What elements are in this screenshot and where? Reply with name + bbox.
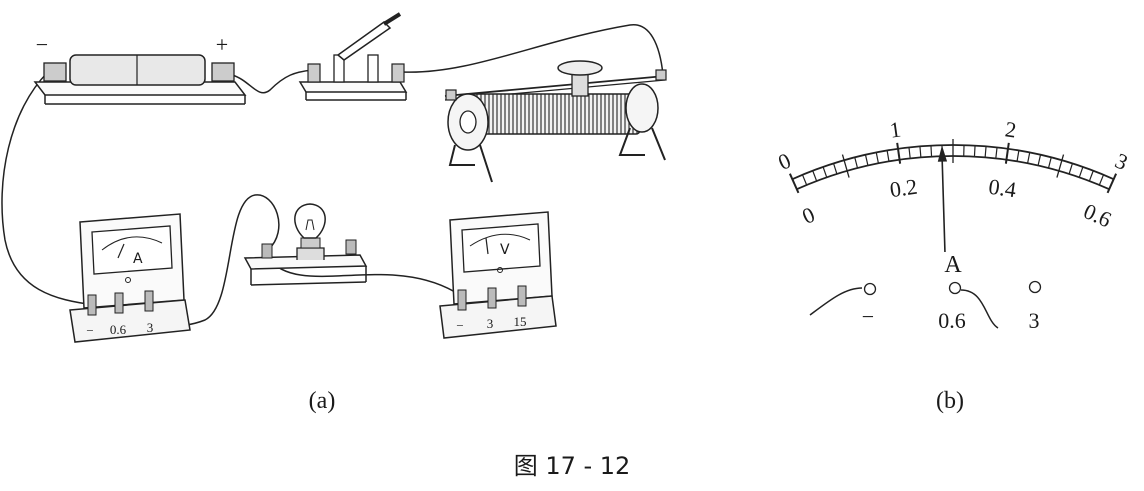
- scale-tick: [1056, 154, 1065, 178]
- scale-tick: [1078, 166, 1084, 178]
- figure-caption: 图 17 - 12: [514, 452, 631, 480]
- needle-arrow-icon: [937, 145, 948, 162]
- scale-tick: [896, 142, 902, 164]
- ammeter-terminal-label-0.6: 0.6: [110, 322, 127, 337]
- scale-tick: [854, 157, 859, 169]
- knife-switch: [298, 12, 408, 101]
- ammeter-terminal-label-neg: −: [86, 323, 93, 338]
- scale-tick: [822, 166, 828, 178]
- scale-tick: [886, 150, 890, 162]
- rheostat: [444, 60, 667, 183]
- scale-tick: [930, 145, 933, 157]
- ammeter-symbol: A: [133, 251, 143, 267]
- bulb-icon: [294, 203, 326, 239]
- ammeter: A − 0.6 3: [69, 213, 191, 343]
- scale-tick: [1068, 163, 1074, 175]
- scale-tick: [1088, 170, 1094, 182]
- voltmeter-terminal-label-3: 3: [487, 316, 494, 331]
- scale-tick: [1026, 152, 1031, 164]
- lamp: [243, 203, 368, 286]
- wire-switch-rheostat: [401, 24, 664, 76]
- panel-b-label: (b): [936, 388, 964, 414]
- scale-tick: [984, 146, 987, 158]
- outer-scale-label: 0: [774, 148, 794, 175]
- battery: − +: [33, 32, 247, 105]
- inner-scale-label: 0.4: [987, 174, 1018, 203]
- terminal-label-0.6: 0.6: [938, 308, 966, 333]
- panel-b: 0 1 2 3 0 0.2 0.4 0.6 A − 0.6 3 (b): [774, 116, 1131, 414]
- scale-tick: [1047, 157, 1052, 169]
- scale-tick: [1037, 154, 1042, 166]
- wire-to-neg-terminal: [809, 287, 863, 316]
- scale-tick: [919, 146, 922, 158]
- scale-tick: [832, 163, 838, 175]
- scale-tick: [908, 147, 911, 159]
- scale-tick: [1106, 173, 1118, 194]
- outer-scale-label: 3: [1111, 148, 1131, 175]
- outer-scale-label: 1: [888, 116, 902, 142]
- terminal-3: [1028, 280, 1042, 294]
- voltmeter-terminal-label-15: 15: [514, 314, 527, 329]
- terminal-0.6: [948, 281, 962, 295]
- scale-tick: [973, 145, 976, 157]
- panel-a-label: (a): [309, 388, 336, 414]
- scale-tick: [788, 173, 800, 194]
- terminal-neg: [863, 282, 877, 296]
- wire-battery-switch: [231, 69, 313, 94]
- voltmeter-symbol: V: [500, 242, 510, 258]
- voltmeter-terminal-label-neg: −: [456, 318, 463, 333]
- inner-scale-label: 0: [798, 202, 818, 229]
- outer-scale-label: 2: [1004, 116, 1018, 142]
- inner-scale-label: 0.2: [888, 174, 919, 203]
- wire-battery-ammeter: [1, 71, 96, 306]
- wire-lamp-voltmeter: [267, 257, 461, 296]
- scale-tick: [801, 174, 808, 186]
- battery-positive-label: +: [216, 32, 228, 57]
- scale-tick: [1004, 142, 1010, 164]
- terminal-label-3: 3: [1029, 308, 1040, 333]
- meter-symbol-label: A: [944, 252, 962, 278]
- scale-tick: [841, 154, 850, 178]
- scale-tick: [812, 170, 818, 182]
- scale-tick: [864, 154, 869, 166]
- ammeter-terminal-label-3: 3: [147, 320, 154, 335]
- meter-terminals: − 0.6 3: [809, 280, 1042, 333]
- wire-to-0.6-terminal: [960, 289, 999, 329]
- ammeter-scale: 0 1 2 3 0 0.2 0.4 0.6: [774, 116, 1132, 253]
- terminal-label-neg: −: [862, 304, 874, 329]
- scale-tick: [1016, 150, 1020, 162]
- voltmeter: V − 3 15: [439, 211, 557, 339]
- scale-tick: [995, 147, 998, 159]
- scale-tick: [1098, 174, 1105, 186]
- meter-needle: [941, 155, 946, 253]
- inner-scale-label: 0.6: [1080, 198, 1115, 232]
- battery-negative-label: −: [36, 32, 48, 57]
- panel-a: − +: [1, 12, 667, 414]
- scale-tick: [875, 152, 880, 164]
